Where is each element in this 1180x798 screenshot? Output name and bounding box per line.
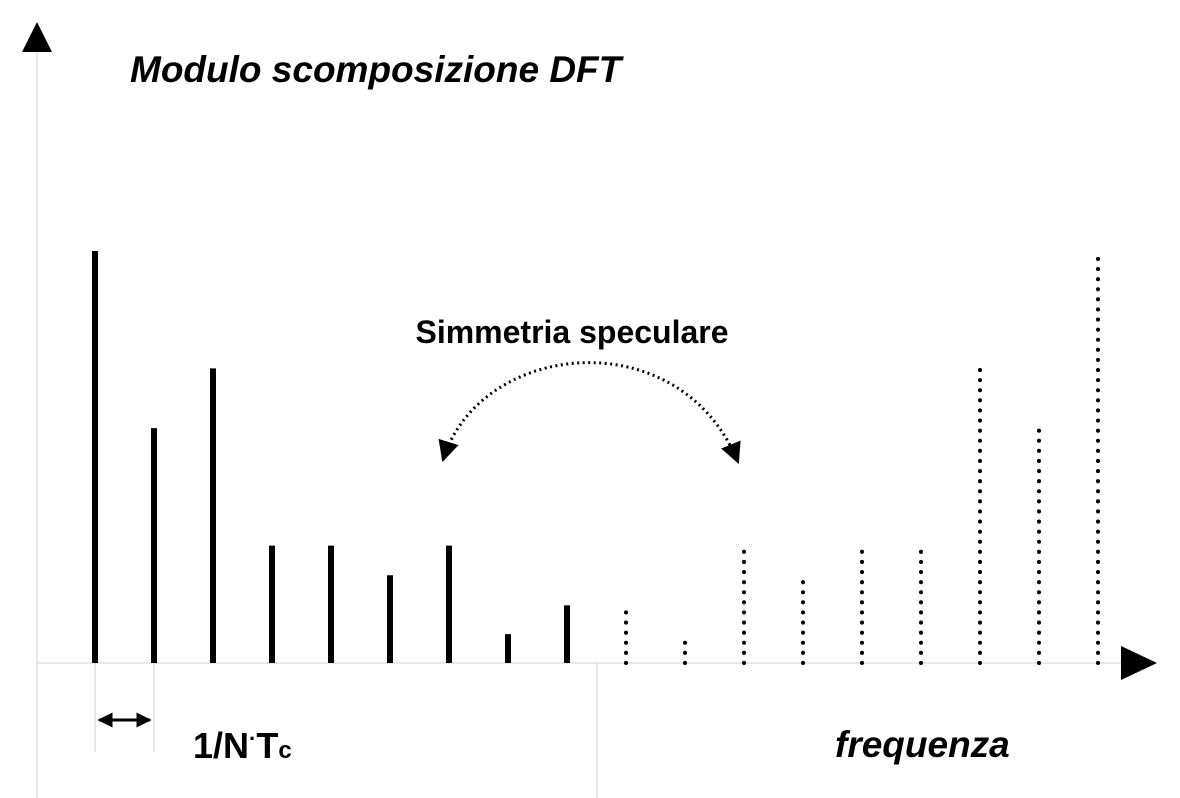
symmetry-label: Simmetria speculare xyxy=(415,314,728,350)
x-axis-label: frequenza xyxy=(835,724,1010,765)
spacing-label: 1/N·Tc xyxy=(193,725,292,766)
dotted-bars xyxy=(624,249,1100,665)
solid-bars xyxy=(92,251,570,663)
symmetry-arc-arrow xyxy=(438,361,741,464)
chart-title: Modulo scomposizione DFT xyxy=(130,49,625,90)
y-axis-arrowhead xyxy=(22,22,52,52)
x-axis-arrowhead xyxy=(1121,646,1157,680)
